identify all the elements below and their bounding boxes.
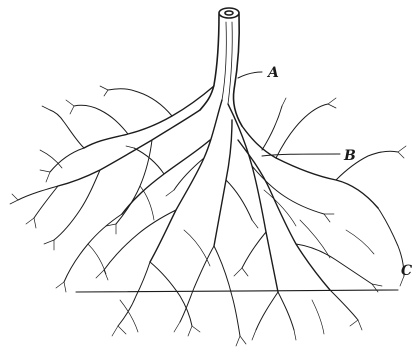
root-drawing xyxy=(10,8,406,346)
leader-line-a xyxy=(238,72,262,78)
label-b: B xyxy=(343,148,356,164)
ground-line xyxy=(76,290,398,292)
main-branches xyxy=(58,86,378,292)
leader-line-b xyxy=(262,154,340,156)
label-a: A xyxy=(266,65,279,81)
secondary-roots xyxy=(18,89,404,336)
label-c: C xyxy=(401,263,412,279)
stem xyxy=(200,8,242,126)
